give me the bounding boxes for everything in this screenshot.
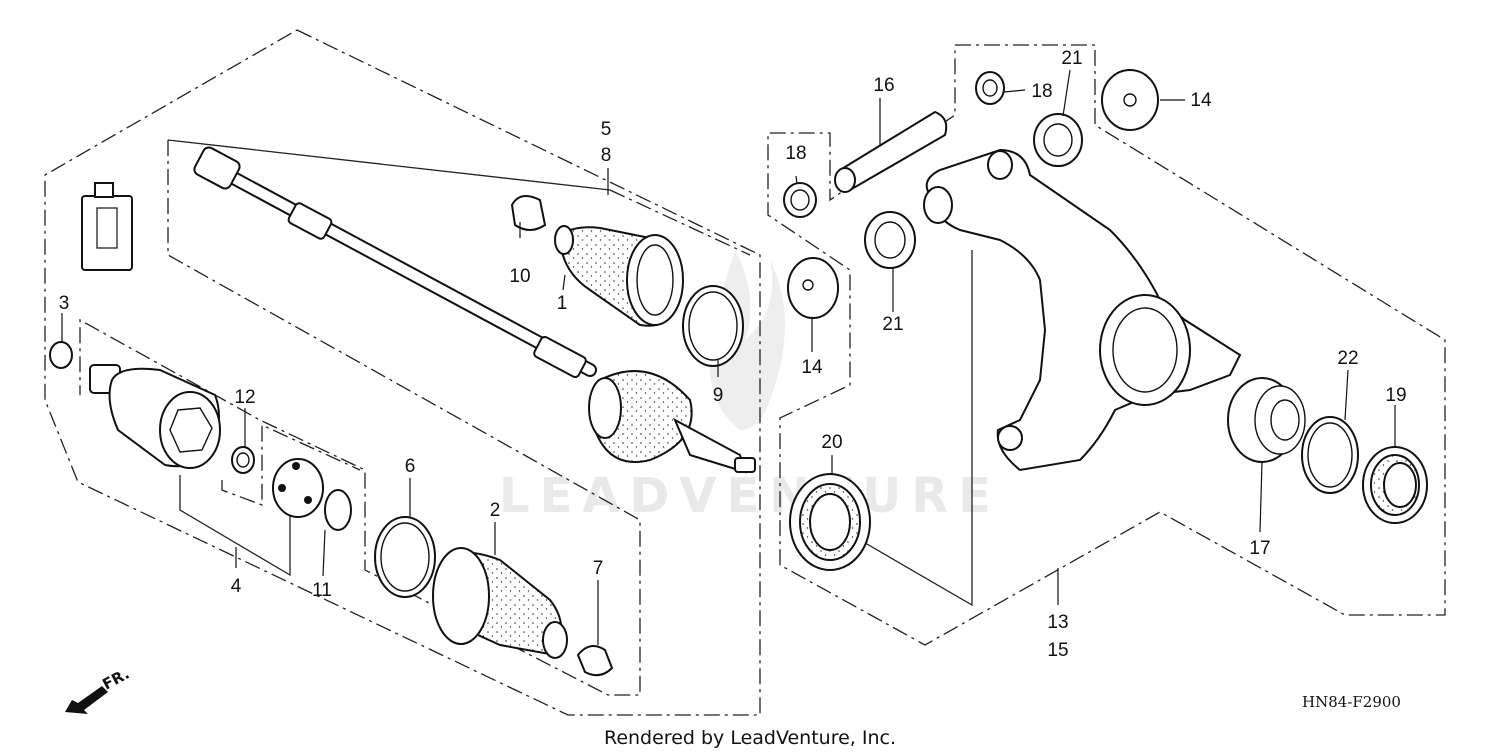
callout-17[interactable]: 17	[1249, 538, 1270, 559]
bearing-part-21b	[1033, 113, 1083, 167]
band-part-9	[682, 285, 744, 367]
callout-10[interactable]: 10	[509, 266, 530, 287]
callout-3[interactable]: 3	[59, 293, 70, 314]
callout-14-upper[interactable]: 14	[1190, 90, 1212, 111]
cap-part-14b	[1101, 69, 1159, 131]
band-part-6	[374, 516, 436, 598]
callout-11[interactable]: 11	[312, 580, 332, 601]
bearing-part-17	[1227, 377, 1306, 463]
callout-22[interactable]: 22	[1337, 348, 1358, 369]
callout-5[interactable]: 5	[601, 119, 612, 140]
snap-ring-part-22	[1301, 416, 1359, 494]
joint-inner-outline	[221, 423, 361, 506]
callout-13[interactable]: 13	[1047, 612, 1068, 633]
seal-part-18b	[975, 71, 1005, 105]
outer-cv-joint	[588, 370, 756, 474]
callout-6[interactable]: 6	[405, 456, 416, 477]
callout-2[interactable]: 2	[490, 500, 501, 521]
knuckle-inner-outline	[859, 250, 973, 607]
seal-part-18a	[783, 182, 817, 218]
callout-9[interactable]: 9	[713, 385, 724, 406]
axle-shaft	[193, 146, 597, 379]
band-part-10	[510, 195, 547, 231]
front-arrow-icon	[65, 686, 108, 714]
joint-bracket	[179, 475, 291, 577]
diagram-code: HN84-F2900	[1302, 693, 1401, 711]
driveshaft-group-outline	[44, 29, 761, 716]
callout-7[interactable]: 7	[593, 558, 604, 579]
shaft-box-top	[167, 139, 611, 191]
leader-lines	[61, 69, 1396, 645]
bearing-part-21a	[864, 211, 916, 269]
knuckle-body	[923, 148, 1242, 472]
callout-20[interactable]: 20	[821, 432, 842, 453]
cap-part-14a	[787, 257, 839, 319]
band-part-7	[576, 645, 614, 677]
callout-4[interactable]: 4	[231, 576, 242, 597]
callout-14-lower[interactable]: 14	[801, 357, 823, 378]
boot-part-1	[554, 225, 684, 327]
callout-1[interactable]: 1	[557, 293, 568, 314]
callout-19[interactable]: 19	[1385, 385, 1406, 406]
boot-part-2	[432, 547, 568, 659]
pipe-part-16	[834, 110, 948, 193]
callout-15[interactable]: 15	[1047, 640, 1068, 661]
grease-bottle	[81, 182, 133, 271]
shaft-box-top-right	[609, 189, 751, 256]
ring-part-12	[231, 446, 255, 474]
callout-21-upper[interactable]: 21	[1061, 48, 1082, 69]
callout-16[interactable]: 16	[873, 75, 894, 96]
callout-18-right[interactable]: 18	[1031, 81, 1052, 102]
callout-21-lower[interactable]: 21	[882, 314, 903, 335]
seal-part-20	[789, 473, 871, 571]
inner-cv-housing	[89, 364, 221, 469]
knuckle-group-outline	[767, 44, 1446, 646]
callout-8[interactable]: 8	[601, 145, 612, 166]
callout-18-left[interactable]: 18	[785, 143, 806, 164]
watermark-text: LEADVENTURE	[499, 468, 1001, 524]
front-direction-indicator: FR.	[65, 665, 132, 714]
bearing-spider	[272, 458, 324, 518]
seal-part-19	[1362, 446, 1428, 524]
render-credit: Rendered by LeadVenture, Inc.	[604, 727, 896, 749]
callout-12[interactable]: 12	[234, 387, 255, 408]
callout-labels: 1 2 3 4 5 6 7 8 9 10 11 12 13 14 14 15 1…	[59, 48, 1407, 661]
clip-part-11	[324, 489, 352, 531]
circlip-part-3	[49, 341, 73, 369]
